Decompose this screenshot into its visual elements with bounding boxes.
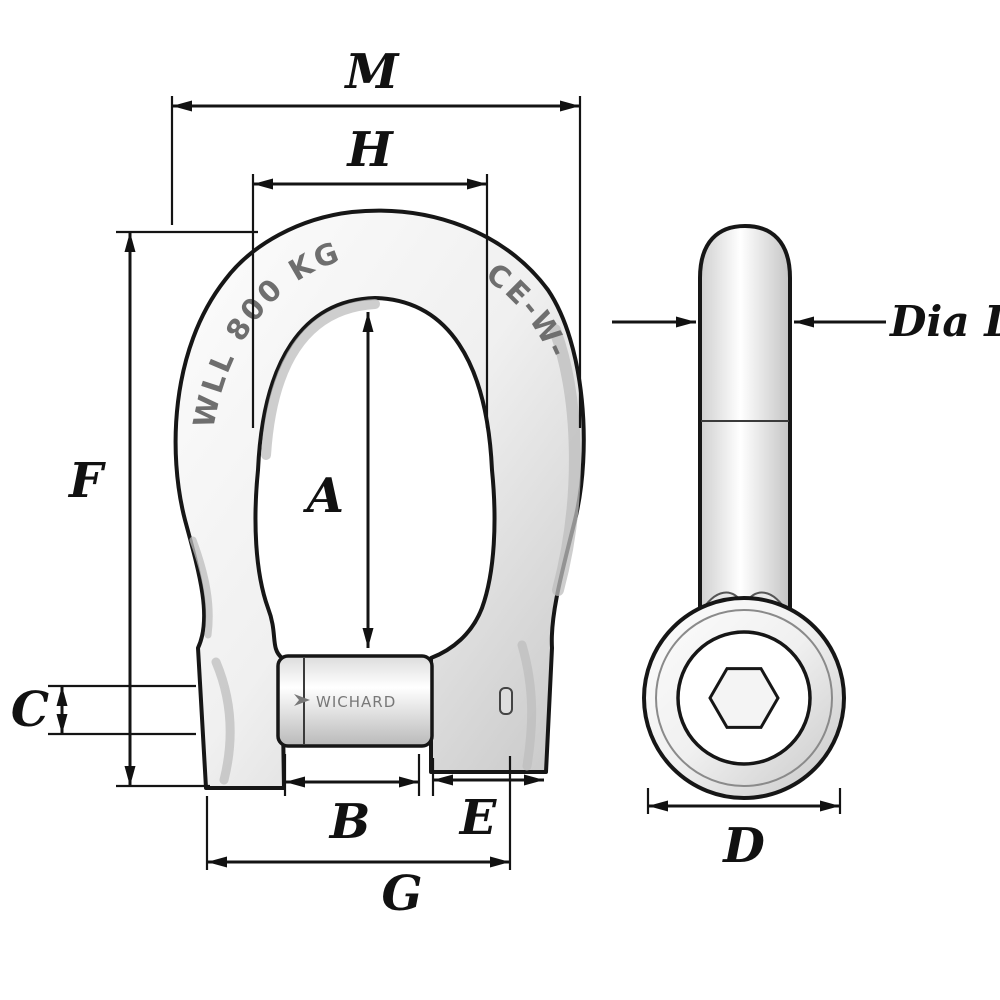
- pin-cylinder: [276, 654, 434, 748]
- pin-brand-engraving: WICHARD: [316, 693, 396, 711]
- dim-G: G: [205, 756, 512, 922]
- dim-D: D: [646, 788, 842, 874]
- dim-C: C: [11, 682, 196, 738]
- brand-logo-icon: [294, 694, 310, 706]
- dim-E: E: [431, 758, 544, 846]
- pin-shaft: [698, 223, 792, 642]
- dim-G-label: G: [382, 866, 423, 922]
- dim-F: F: [67, 230, 258, 788]
- side-view-pin: [642, 223, 846, 800]
- hex-socket-icon: [708, 667, 780, 729]
- dim-B: B: [283, 754, 421, 850]
- dim-B-label: B: [328, 794, 371, 850]
- dim-F-label: F: [67, 453, 106, 509]
- dim-M: M: [170, 44, 582, 428]
- eye-middle-ring: [655, 609, 833, 787]
- dim-A-label: A: [303, 468, 344, 524]
- dim-dia-d: Dia D: [612, 297, 1000, 346]
- dim-E-label: E: [458, 790, 498, 846]
- shackle-body-outline: [173, 208, 586, 790]
- pin-end-slot: [499, 687, 513, 715]
- dim-M-label: M: [343, 44, 400, 100]
- dim-D-label: D: [721, 818, 765, 874]
- dim-A: A: [303, 312, 374, 648]
- front-view-bow-shackle: WICHARD WLL 800 KG CE-W-: [173, 208, 586, 790]
- dim-C-label: C: [11, 682, 49, 738]
- dim-H-label: H: [345, 122, 394, 178]
- shackle-shading: [189, 299, 581, 785]
- shackle-pin-front: WICHARD: [276, 654, 434, 748]
- dim-dia-d-label: Dia D: [889, 297, 1000, 346]
- dim-H: H: [251, 122, 489, 428]
